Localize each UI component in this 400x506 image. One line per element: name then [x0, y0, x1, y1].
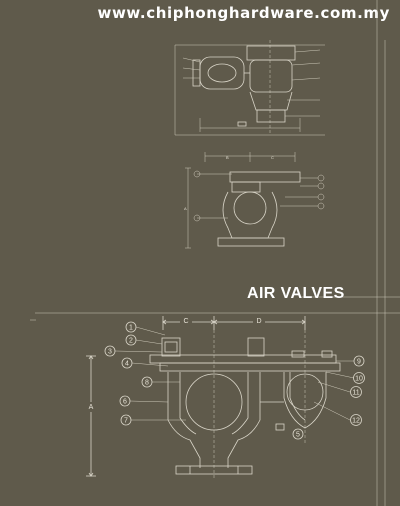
dim-label-d-main: D [256, 318, 261, 325]
callout-8: 8 [141, 376, 153, 388]
drawing-middle: B C A [184, 152, 325, 249]
dim-label-c: C [271, 155, 274, 160]
svg-text:9: 9 [357, 358, 361, 365]
svg-text:10: 10 [355, 375, 363, 382]
svg-text:11: 11 [352, 389, 359, 396]
svg-text:8: 8 [145, 379, 149, 386]
svg-text:7: 7 [124, 417, 128, 424]
callout-11: 11 [350, 386, 362, 398]
callout-12: 12 [350, 414, 362, 426]
svg-text:3: 3 [108, 348, 112, 355]
svg-text:2: 2 [129, 337, 133, 344]
svg-text:1: 1 [129, 324, 133, 331]
callout-2: 2 [125, 334, 137, 346]
page-title: AIR VALVES [247, 285, 345, 302]
callout-7: 7 [120, 414, 132, 426]
callout-6: 6 [119, 395, 131, 407]
callout-3: 3 [104, 345, 116, 357]
dim-label-b: B [226, 155, 229, 160]
svg-text:12: 12 [352, 417, 360, 424]
callout-10: 10 [353, 372, 365, 384]
drawing-top [174, 40, 325, 136]
dim-label-a-mid: A [184, 206, 187, 211]
svg-text:4: 4 [125, 360, 129, 367]
callout-9: 9 [353, 355, 365, 367]
svg-text:5: 5 [296, 431, 300, 438]
callout-1: 1 [125, 321, 137, 333]
website-url: www.chiphonghardware.com.my [97, 4, 390, 22]
drawing-main: C D A [85, 316, 365, 480]
dim-label-a-main: A [89, 404, 94, 411]
callout-4: 4 [121, 357, 133, 369]
dim-label-c-main: C [183, 318, 188, 325]
svg-text:6: 6 [123, 398, 127, 405]
callout-5: 5 [292, 428, 304, 440]
